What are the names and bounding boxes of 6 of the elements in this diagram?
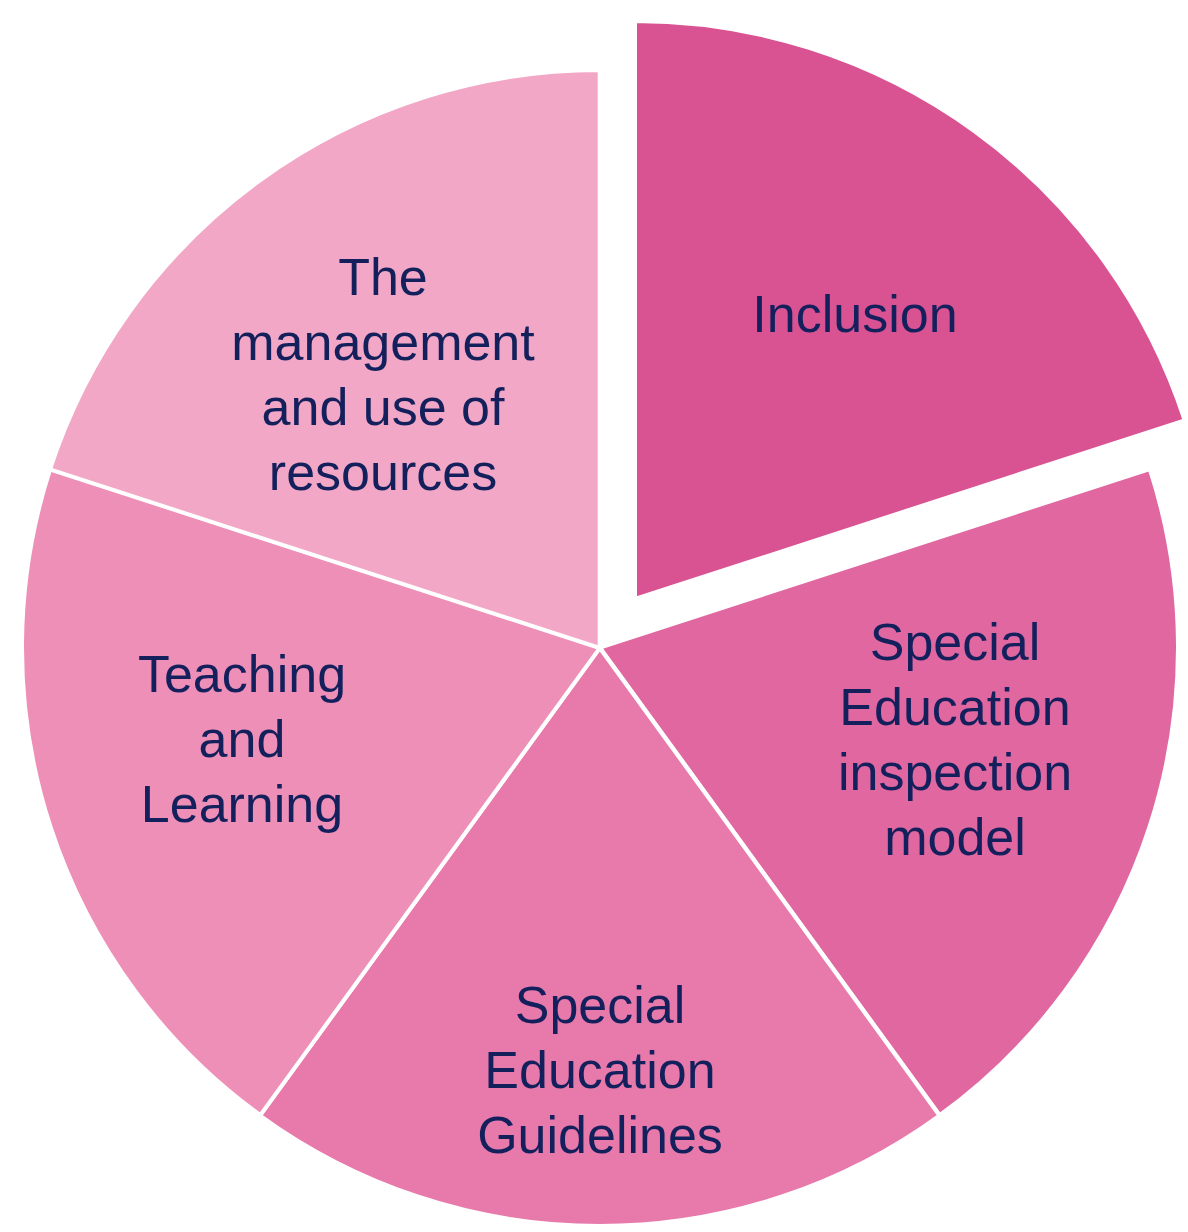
segment-label: The management and use of resources <box>230 247 536 503</box>
pie-segment <box>50 70 600 648</box>
segment-label: Special Education inspection model <box>836 612 1074 868</box>
segment-label: Inclusion <box>751 284 959 346</box>
segment-label: Teaching and Learning <box>136 644 348 836</box>
segment-label: Special Education Guidelines <box>476 974 724 1166</box>
